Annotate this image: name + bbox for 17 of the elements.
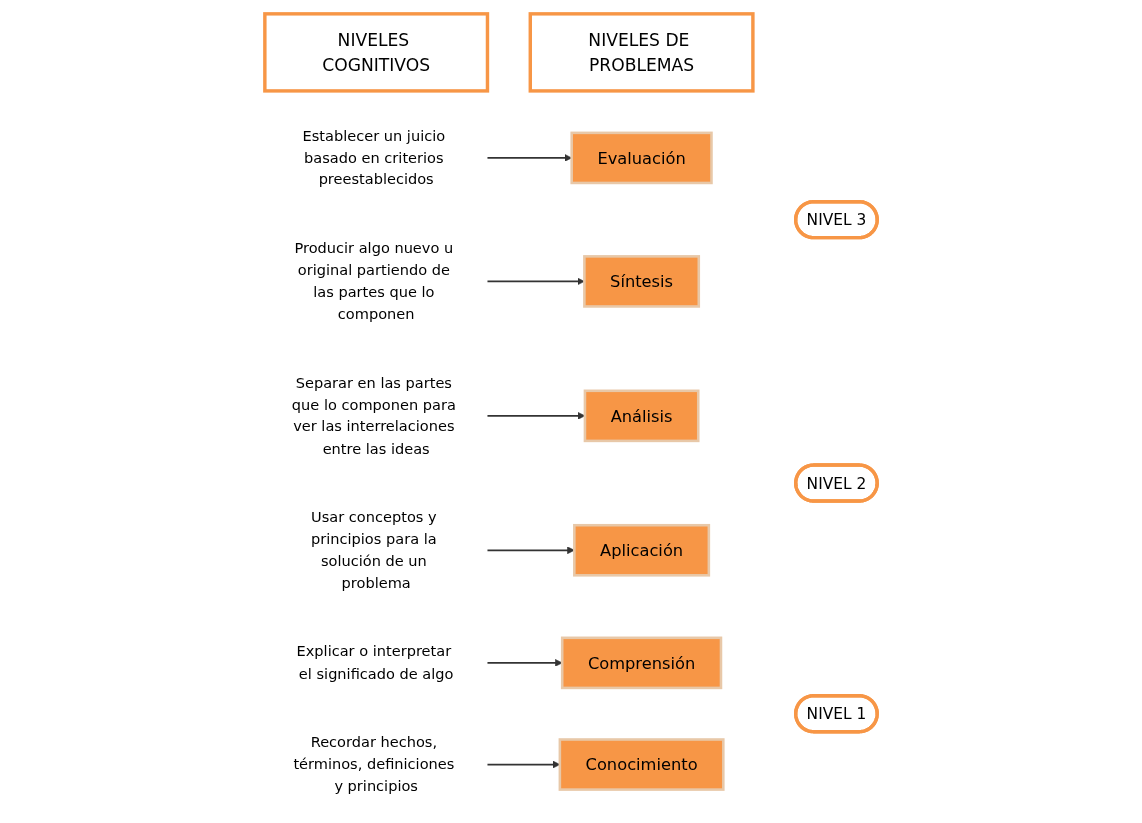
node-box: Conocimiento (558, 737, 725, 791)
node-box: Evaluación (570, 131, 713, 184)
node-text: Recordar hechos, términos, definiciones y principios (293, 733, 455, 794)
arrow (486, 277, 585, 285)
node-text: Explicar o interpretar el significado de algo (296, 642, 454, 682)
node-box: Comprensión (560, 636, 723, 689)
node-text: Producir algo nuevo u original partiendo de las partes que lo componen (294, 238, 454, 322)
node-text: Usar conceptos y principios para la solución de un problema (311, 507, 437, 591)
node-box: Aplicación (573, 523, 711, 577)
node-text: Separar en las partes que lo componen para ver las interrelaciones entre las ideas (291, 373, 456, 457)
arrow (486, 546, 575, 554)
node-box: NIVELES DE PROBLEMAS (528, 11, 755, 93)
node-box: NIVELES COGNITIVOS (263, 11, 490, 93)
node-box: Análisis (583, 389, 700, 442)
node-box: Síntesis (583, 254, 701, 308)
node-text: Establecer un juicio basado en criterios preestablecidos (302, 126, 446, 188)
arrow (486, 658, 563, 667)
